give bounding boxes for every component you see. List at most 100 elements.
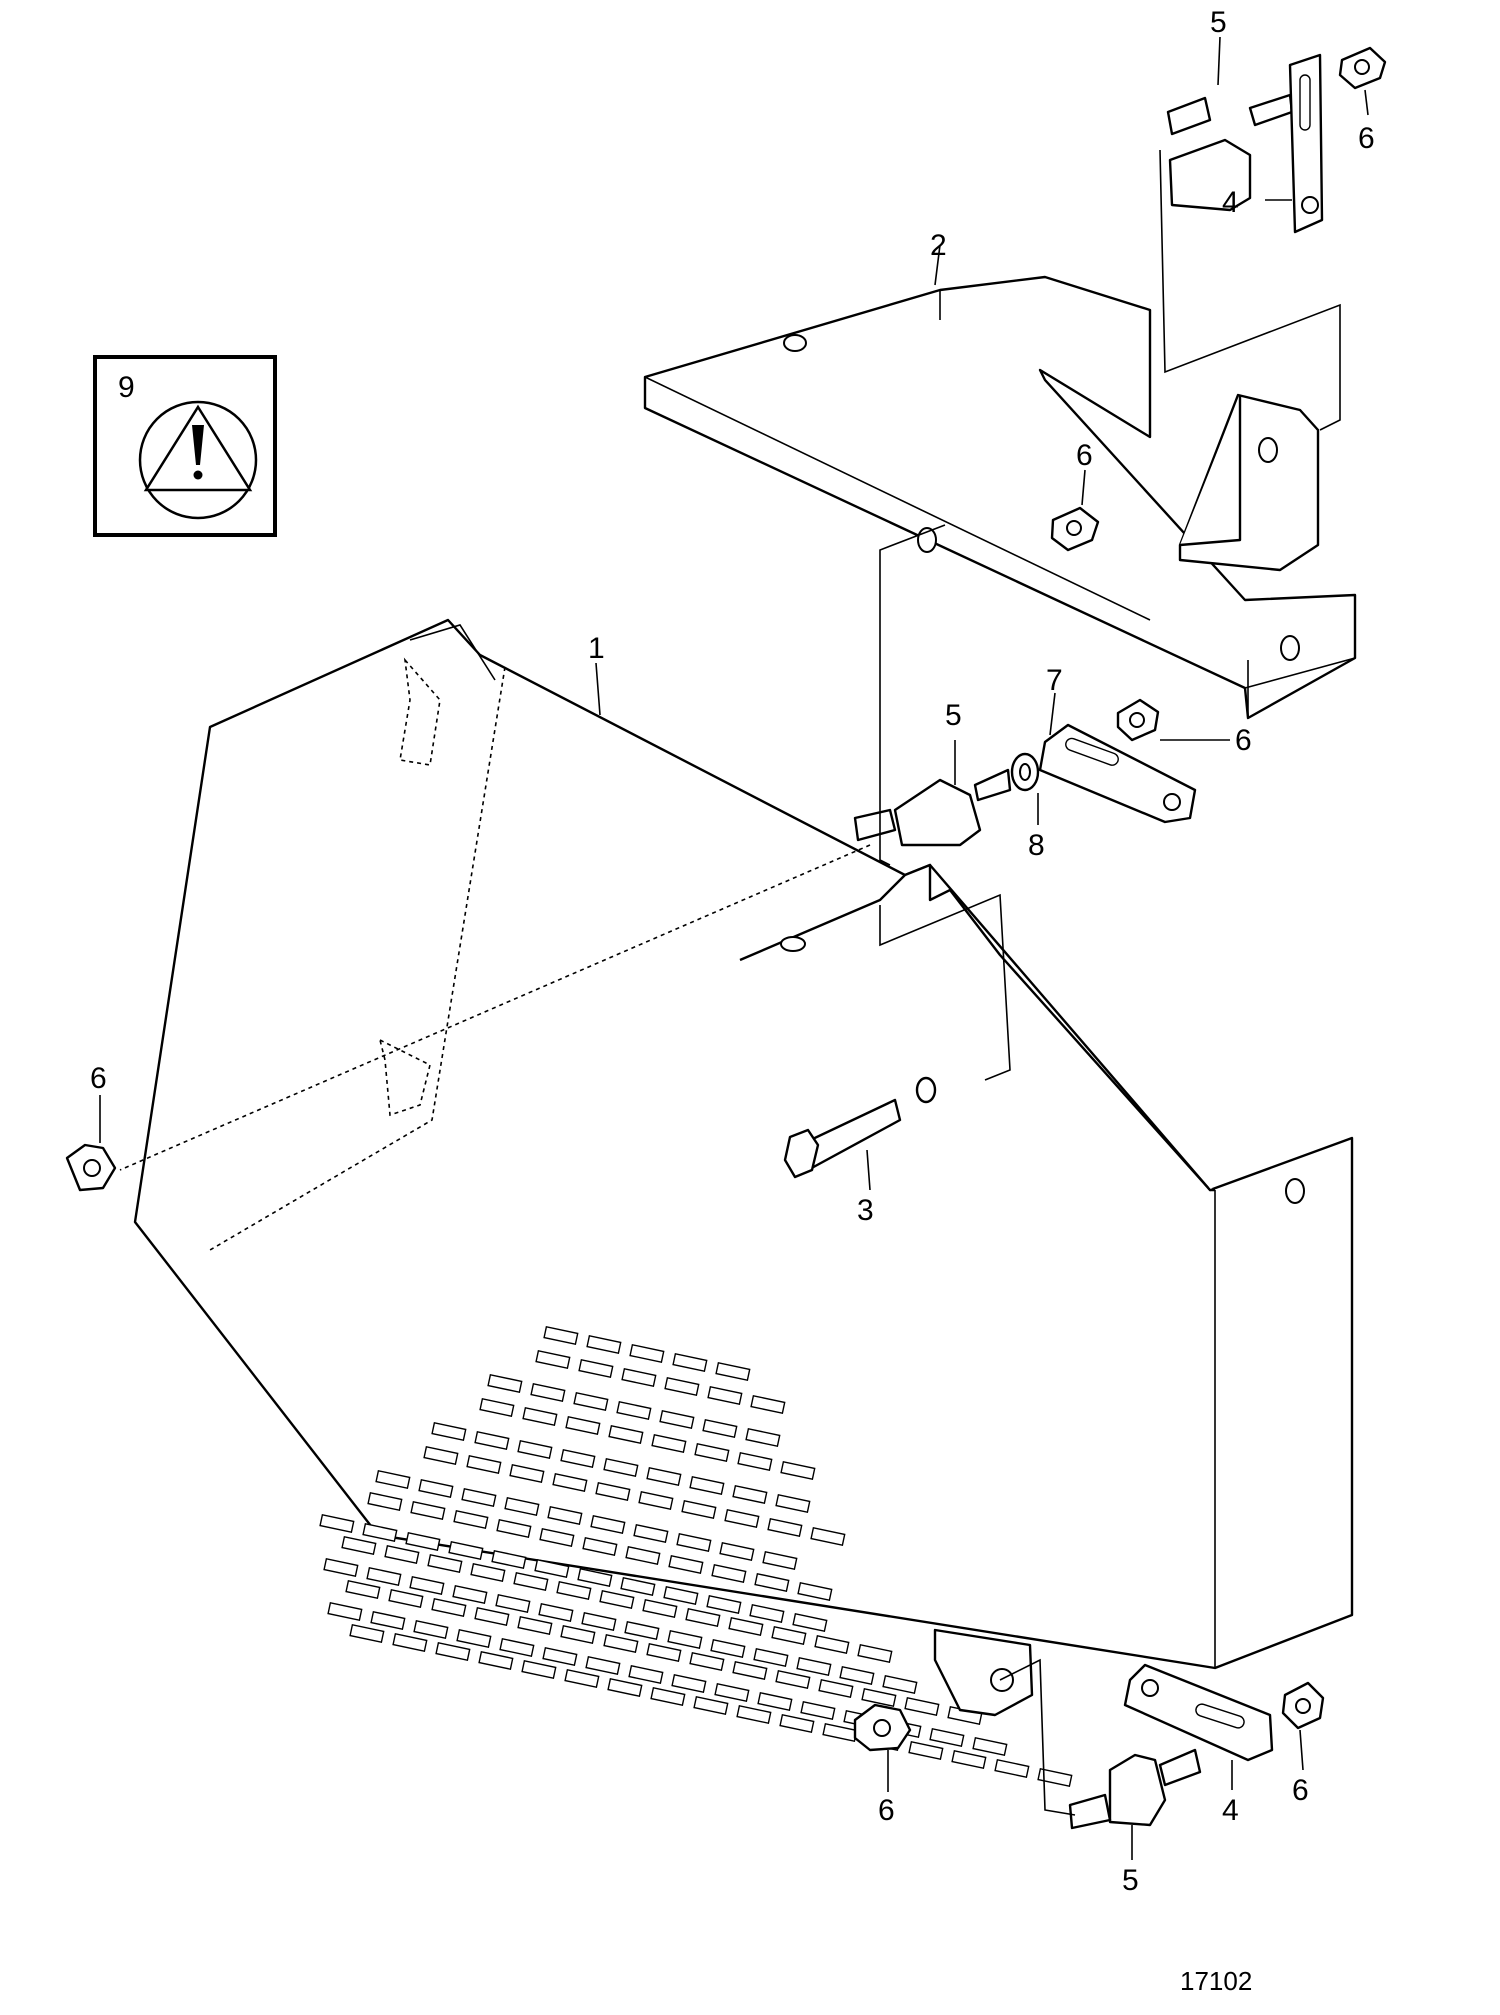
vent-slot — [882, 1674, 918, 1695]
vent-slot — [659, 1409, 695, 1430]
figure-id: 17102 — [1180, 1966, 1252, 1996]
vent-slot — [530, 1382, 566, 1403]
vent-slot — [538, 1602, 574, 1623]
vent-slot — [427, 1553, 463, 1574]
vent-slot — [384, 1544, 420, 1565]
strap-bottom — [1123, 1663, 1274, 1762]
callout-6-top: 6 — [1358, 122, 1375, 155]
vent-slot — [479, 1397, 515, 1418]
vent-slot — [737, 1451, 773, 1472]
vent-slot — [818, 1678, 854, 1699]
flange-nut-left — [65, 1143, 117, 1192]
vent-slot — [620, 1576, 656, 1597]
warning-symbol-box: 9 — [93, 355, 277, 537]
vent-slot — [681, 1499, 717, 1520]
vent-slot — [585, 1655, 621, 1676]
callout-6-bottom-right: 6 — [1292, 1774, 1309, 1807]
strap-top — [1288, 53, 1324, 234]
vent-slot — [951, 1749, 987, 1770]
strap-mid — [1038, 723, 1197, 824]
vent-slot — [474, 1606, 510, 1627]
vent-slot — [732, 1484, 768, 1505]
vent-slot — [861, 1687, 897, 1708]
lower-mounting-tab — [933, 1628, 1034, 1717]
vent-slot — [418, 1478, 454, 1499]
vent-slot — [388, 1588, 424, 1609]
vent-slot — [839, 1665, 875, 1686]
vent-slot — [715, 1361, 751, 1382]
vent-slot — [491, 1549, 527, 1570]
vent-slot — [362, 1522, 398, 1543]
callout-6-bracket: 6 — [1076, 439, 1093, 472]
cover-part-1 — [119, 618, 1354, 1788]
vent-slot — [599, 1589, 635, 1610]
vent-slot — [470, 1562, 506, 1583]
vent-slot — [650, 1686, 686, 1707]
bolt-part-3 — [783, 1076, 937, 1179]
vent-slot — [435, 1641, 471, 1662]
callout-3: 3 — [857, 1194, 874, 1227]
vent-slot — [453, 1509, 489, 1530]
vent-slot — [534, 1558, 570, 1579]
vent-slot — [543, 1325, 579, 1346]
vent-slot — [474, 1430, 510, 1451]
vent-slot — [603, 1633, 639, 1654]
vent-slot — [573, 1391, 609, 1412]
vent-slot — [797, 1581, 833, 1602]
vent-slot — [702, 1418, 738, 1439]
vent-slot — [972, 1736, 1008, 1757]
vent-slot — [621, 1367, 657, 1388]
callout-5-mid: 5 — [945, 699, 962, 732]
callout-2: 2 — [930, 229, 947, 262]
vent-slot — [323, 1557, 359, 1578]
vent-slot — [413, 1619, 449, 1640]
vent-slot — [367, 1491, 403, 1512]
vent-slot — [461, 1487, 497, 1508]
vent-slot — [628, 1664, 664, 1685]
flange-nut-mid — [1116, 698, 1160, 742]
callout-4-bottom: 4 — [1222, 1794, 1239, 1827]
vent-slot — [405, 1531, 441, 1552]
vent-slot — [771, 1625, 807, 1646]
vent-slot — [513, 1571, 549, 1592]
callout-4-top: 4 — [1222, 186, 1239, 219]
vent-slot — [624, 1620, 660, 1641]
vent-slot — [392, 1632, 428, 1653]
vent-slot — [724, 1508, 760, 1529]
vent-slot — [535, 1349, 571, 1370]
vent-slot — [710, 1638, 746, 1659]
callout-5-top: 5 — [1210, 6, 1227, 39]
vent-slot — [689, 1475, 725, 1496]
vent-slot — [590, 1514, 626, 1535]
vent-slot — [667, 1629, 703, 1650]
vent-slot — [800, 1700, 836, 1721]
vent-slot — [542, 1646, 578, 1667]
vent-slot — [651, 1433, 687, 1454]
vent-slot — [749, 1603, 785, 1624]
vent-slot — [319, 1513, 355, 1534]
vent-slot — [452, 1584, 488, 1605]
vent-slot — [706, 1594, 742, 1615]
vent-slot — [478, 1650, 514, 1671]
vent-slot — [646, 1642, 682, 1663]
vent-slot — [728, 1616, 764, 1637]
vent-slot — [753, 1647, 789, 1668]
vent-slot — [375, 1469, 411, 1490]
vent-slot — [625, 1545, 661, 1566]
vent-slot — [736, 1704, 772, 1725]
vent-slot — [638, 1490, 674, 1511]
vent-slot — [552, 1472, 588, 1493]
vent-slot — [456, 1628, 492, 1649]
vent-slot — [517, 1439, 553, 1460]
vent-slot — [341, 1535, 377, 1556]
vent-slot — [578, 1358, 614, 1379]
rubber-isolator-bottom — [1068, 1748, 1202, 1830]
vent-slot — [857, 1643, 893, 1664]
vent-slot — [495, 1593, 531, 1614]
vent-slot — [663, 1585, 699, 1606]
vent-slot — [586, 1334, 622, 1355]
vent-slot — [410, 1500, 446, 1521]
callout-1: 1 — [588, 632, 605, 665]
vent-slot — [642, 1598, 678, 1619]
